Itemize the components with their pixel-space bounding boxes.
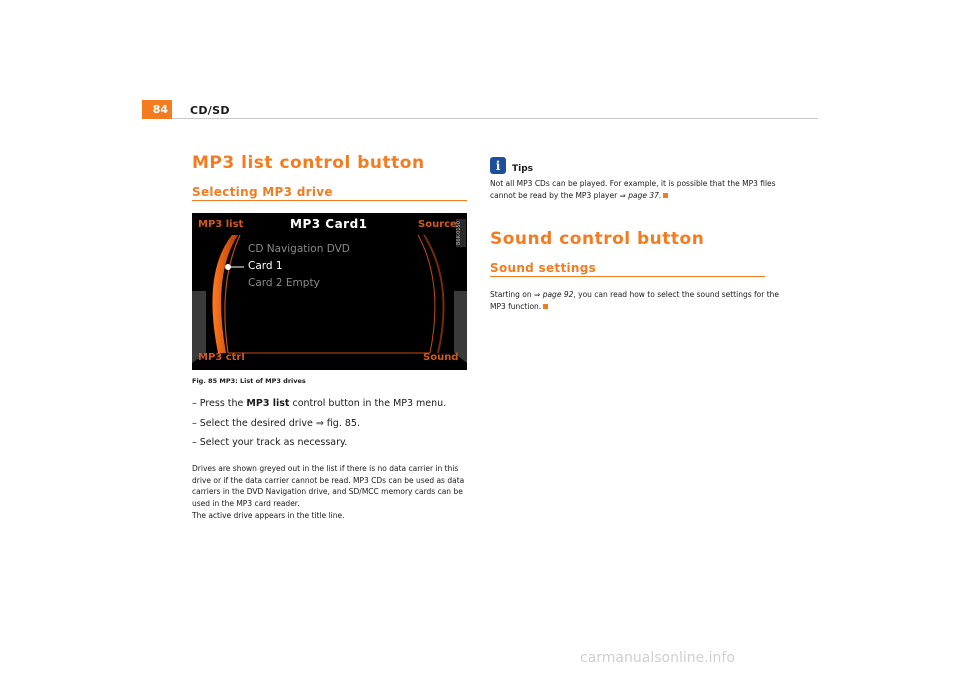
paragraph-active-drive: The active drive appears in the title li… <box>192 511 345 520</box>
step-3: – Select your track as necessary. <box>192 437 348 448</box>
tips-text-main: Not all MP3 CDs can be played. For examp… <box>490 179 776 200</box>
subheading-selecting-drive: Selecting MP3 drive <box>192 185 333 199</box>
screen-item-card2: Card 2 Empty <box>248 277 320 289</box>
paragraph-drives: Drives are shown greyed out in the list … <box>192 464 465 508</box>
screen-label-source: Source <box>418 219 457 230</box>
sound-text: Starting on ⇒ page 92, you can read how … <box>490 289 780 312</box>
subheading-divider <box>192 200 467 201</box>
screen-label-mp3-ctrl: MP3 ctrl <box>198 352 245 363</box>
subheading-sound-divider <box>490 276 765 277</box>
end-mark-icon <box>543 304 549 309</box>
step-2: – Select the desired drive ⇒ fig. 85. <box>192 418 360 429</box>
heading-mp3-list: MP3 list control button <box>192 153 425 173</box>
step-1-prefix: – Press the <box>192 398 247 409</box>
tips-page-ref[interactable]: page 37 <box>628 190 659 200</box>
screen-item-cd-nav: CD Navigation DVD <box>248 243 350 255</box>
header-divider <box>172 118 818 119</box>
figure-caption: Fig. 85 MP3: List of MP3 drives <box>192 377 306 385</box>
tips-label: Tips <box>512 164 534 174</box>
watermark: carmanualsonline.info <box>580 650 735 666</box>
image-code: B6K-0150 <box>456 219 466 247</box>
sound-page-ref[interactable]: page 92 <box>542 290 574 299</box>
step-1-bold: MP3 list <box>246 398 290 409</box>
screen-item-card1: Card 1 <box>248 260 283 272</box>
screen-frame-graphic <box>192 234 467 363</box>
tips-text: Not all MP3 CDs can be played. For examp… <box>490 178 780 201</box>
heading-sound: Sound control button <box>490 229 705 249</box>
end-mark-icon <box>663 193 669 198</box>
info-icon: i <box>490 157 506 174</box>
step-1: – Press the MP3 list control button in t… <box>192 398 446 409</box>
screen-title: MP3 Card1 <box>290 217 368 231</box>
tips-text-end: . <box>658 190 662 200</box>
section-title: CD/SD <box>190 104 230 117</box>
screen-label-mp3-list: MP3 list <box>198 219 244 230</box>
screen-label-sound: Sound <box>423 352 459 363</box>
sound-text-prefix: Starting on ⇒ <box>490 290 543 299</box>
step-1-suffix: control button in the MP3 menu. <box>289 398 447 409</box>
mp3-drive-screen: MP3 list MP3 Card1 Source B6K-0150 CD Na… <box>192 213 467 370</box>
sound-text-suffix: , you can read how to select the sound s… <box>490 290 780 311</box>
subheading-sound-settings: Sound settings <box>490 261 597 275</box>
page-number: 84 <box>142 100 172 119</box>
